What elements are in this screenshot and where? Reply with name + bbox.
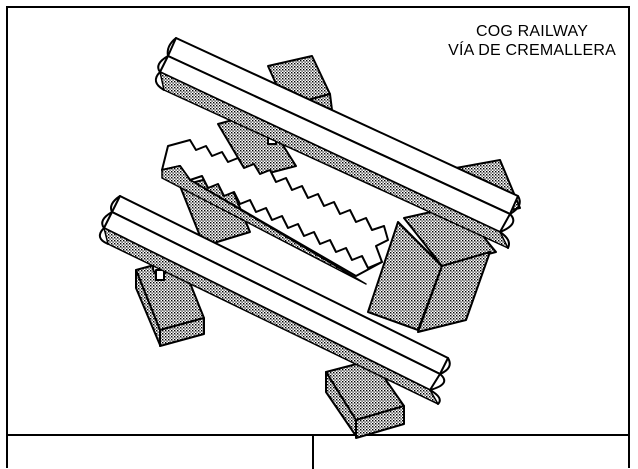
rail-2	[98, 195, 451, 405]
caption-divider	[312, 434, 314, 469]
diagram-title: COG RAILWAY VÍA DE CREMALLERA	[448, 22, 616, 60]
rack-rail	[161, 139, 389, 285]
figure-frame	[6, 6, 630, 468]
rail-1	[154, 37, 521, 249]
title-english: COG RAILWAY	[475, 23, 589, 40]
sleeper-2	[325, 159, 521, 439]
title-spanish: VÍA DE CREMALLERA	[448, 42, 616, 59]
caption-separator	[6, 434, 630, 436]
